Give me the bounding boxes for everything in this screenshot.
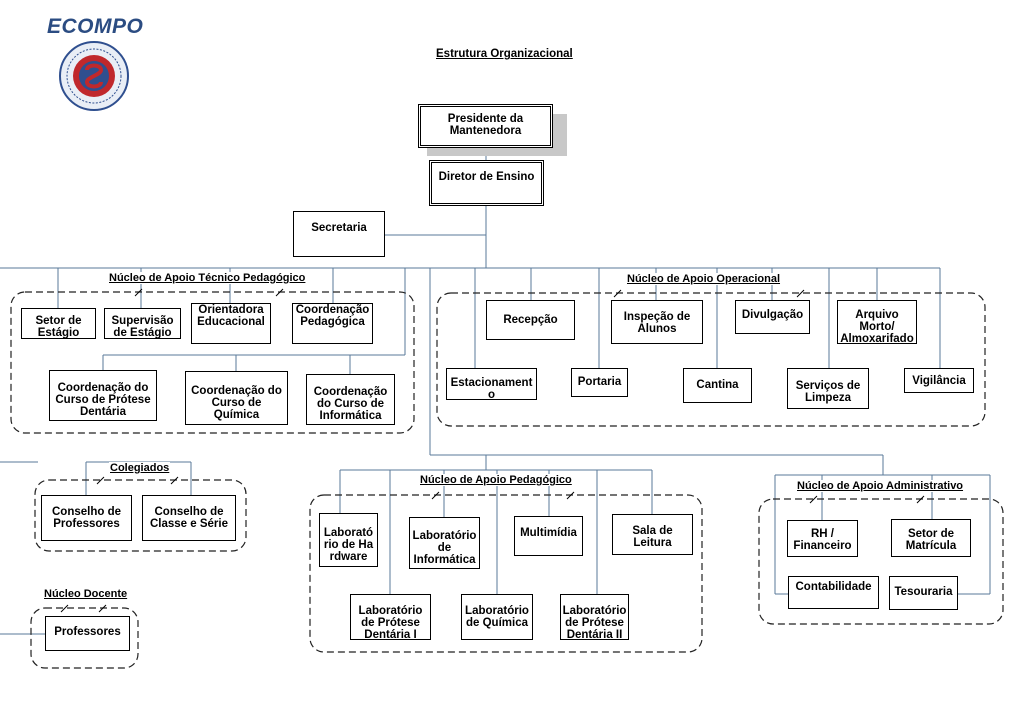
group-label-operacional: Núcleo de Apoio Operacional xyxy=(626,273,782,285)
node-lab-protese1: Laboratório de Prótese Dentária I xyxy=(350,594,431,640)
group-label-colegiados: Colegiados xyxy=(109,462,171,474)
node-setor-matricula: Setor de Matrícula xyxy=(891,519,971,557)
node-servicos-limpeza: Serviços de Limpeza xyxy=(787,368,869,409)
node-lab-informatica: Laboratório de Informática xyxy=(409,517,480,569)
node-tesouraria: Tesouraria xyxy=(889,576,958,610)
node-coord-quimica: Coordenação do Curso de Química xyxy=(185,371,288,425)
node-orientadora: Orientadora Educacional xyxy=(191,303,271,344)
group-outlines xyxy=(10,291,1004,669)
node-portaria: Portaria xyxy=(571,368,628,397)
node-rh: RH / Financeiro xyxy=(787,520,858,557)
node-vigilancia: Vigilância xyxy=(904,368,974,393)
node-presidente: Presidente da Mantenedora xyxy=(418,104,553,148)
node-conselho-classe: Conselho de Classe e Série xyxy=(142,495,236,541)
node-coord-protese: Coordenação do Curso de Prótese Dentária xyxy=(49,370,157,421)
node-lab-hardware: Laboratório de Hardware xyxy=(319,513,378,567)
node-inspecao: Inspeção de Alunos xyxy=(611,300,703,344)
node-supervisao-estagio: Supervisão de Estágio xyxy=(104,308,181,339)
node-estacionamento: Estacionamento xyxy=(446,368,537,400)
node-contabilidade: Contabilidade xyxy=(788,576,879,609)
node-coord-informatica: Coordenação do Curso de Informática xyxy=(306,374,395,425)
node-professores: Professores xyxy=(45,616,130,651)
node-lab-quimica: Laboratório de Química xyxy=(461,594,533,640)
logo-wordmark: ECOMPO xyxy=(47,15,144,38)
node-lab-protese2: Laboratório de Prótese Dentária II xyxy=(560,594,629,640)
node-divulgacao: Divulgação xyxy=(735,300,810,334)
node-arquivo: Arquivo Morto/ Almoxarifado xyxy=(837,300,917,344)
node-coord-pedagogica: Coordenação Pedagógica xyxy=(292,303,373,344)
node-secretaria: Secretaria xyxy=(293,211,385,257)
node-recepcao: Recepção xyxy=(486,300,575,340)
node-sala-leitura: Sala de Leitura xyxy=(612,514,693,555)
group-label-tecnico: Núcleo de Apoio Técnico Pedagógico xyxy=(108,272,307,284)
group-label-docente: Núcleo Docente xyxy=(43,588,129,600)
tick-marks xyxy=(60,288,925,613)
node-conselho-professores: Conselho de Professores xyxy=(41,495,132,541)
node-cantina: Cantina xyxy=(683,368,752,403)
node-diretor: Diretor de Ensino xyxy=(429,160,544,206)
chart-title: Estrutura Organizacional xyxy=(436,48,573,60)
group-label-administrativo: Núcleo de Apoio Administrativo xyxy=(796,480,965,492)
group-label-pedagogico: Núcleo de Apoio Pedagógico xyxy=(419,474,573,486)
node-multimidia: Multimídia xyxy=(514,516,583,556)
school-seal-icon xyxy=(59,41,129,111)
node-setor-estagio: Setor de Estágio xyxy=(21,308,96,339)
